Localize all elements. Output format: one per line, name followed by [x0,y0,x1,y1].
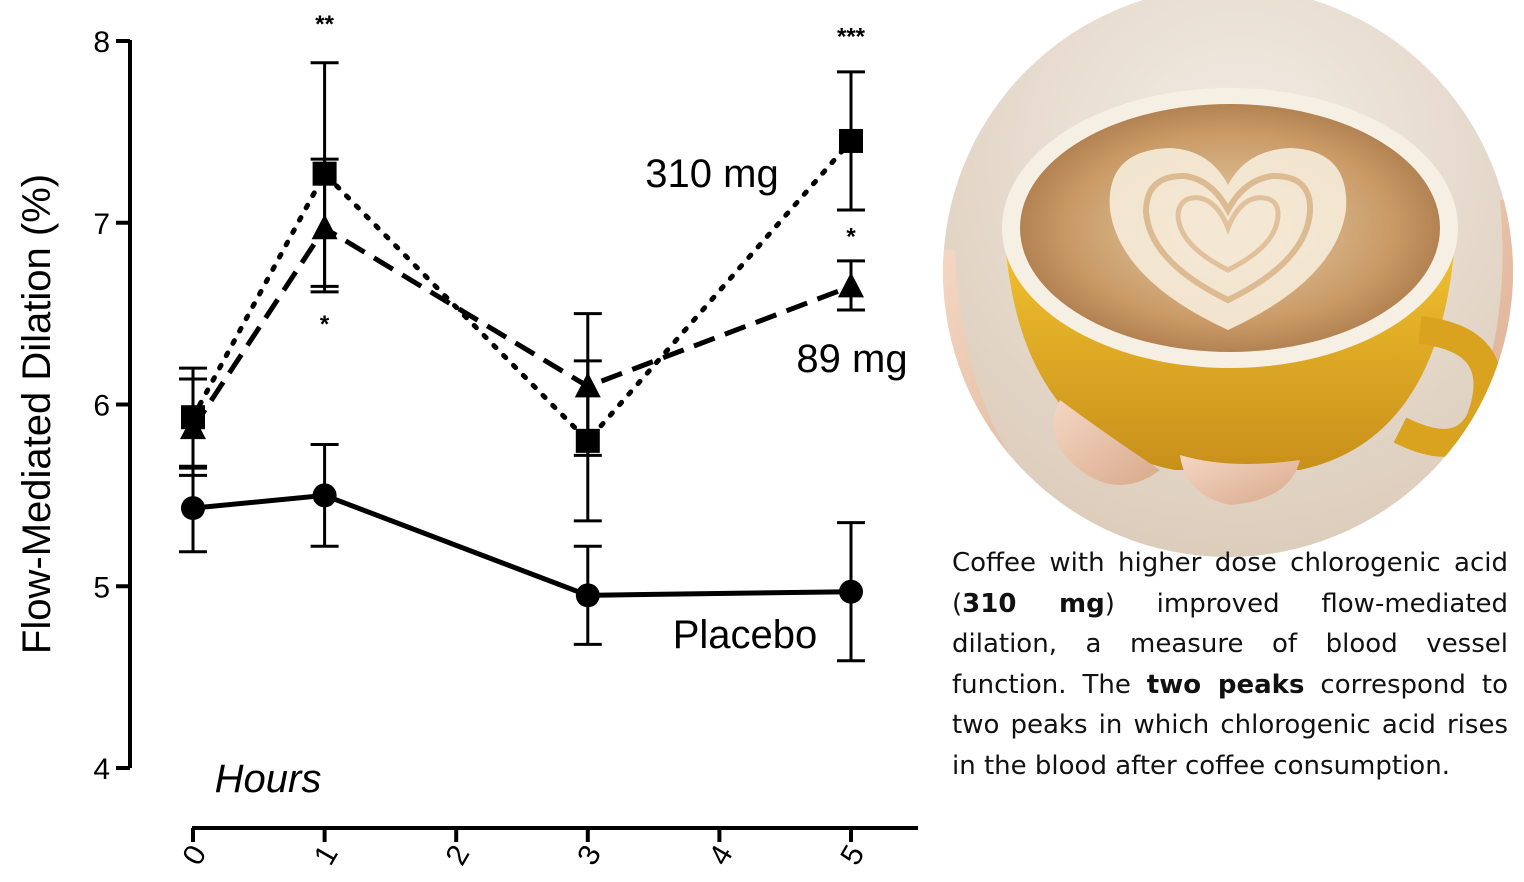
y-tick-label: 5 [93,571,110,604]
caption-bold-dose: 310 mg [962,588,1105,619]
series-line [192,492,852,598]
series-line [190,224,852,430]
y-axis: 4 5 6 7 8 [93,26,132,786]
caption-part-3: correspond to two peaks in which chlorog… [952,669,1508,781]
significance-mark: * [320,311,330,338]
point-triangle [838,272,864,298]
series-line [190,138,854,445]
point-triangle [574,372,601,398]
series-triangle [179,157,865,477]
x-axis-title: Hours [215,757,322,801]
significance-mark: * [846,224,856,251]
point-triangle [311,214,338,240]
y-tick-label: 8 [93,26,110,59]
caption-part-1: Coffee with higher dose chlorogenic acid… [952,548,1508,619]
point-square [839,128,863,153]
caption-part-2: ) improved flow-mediated dilation, a mea… [952,588,1509,700]
point-circle [839,579,863,604]
point-circle [575,583,600,608]
point-circle [312,483,337,508]
y-tick-label: 7 [93,208,110,241]
series-circle [179,442,865,663]
significance-mark: ** [315,11,334,38]
series-label-89mg: 89 mg [796,337,907,381]
series-label-placebo: Placebo [673,613,818,657]
significance-mark: *** [837,24,866,51]
y-tick-label: 4 [93,753,110,786]
point-circle [181,496,205,521]
series-label-310mg: 310 mg [645,152,778,196]
point-triangle [180,414,206,440]
y-axis-title: Flow-Mediated Dilation (%) [15,174,59,654]
caption-bold-peaks: two peaks [1146,669,1305,700]
y-tick-label: 6 [93,390,110,423]
caption: Coffee with higher dose chlorogenic acid… [952,543,1508,786]
